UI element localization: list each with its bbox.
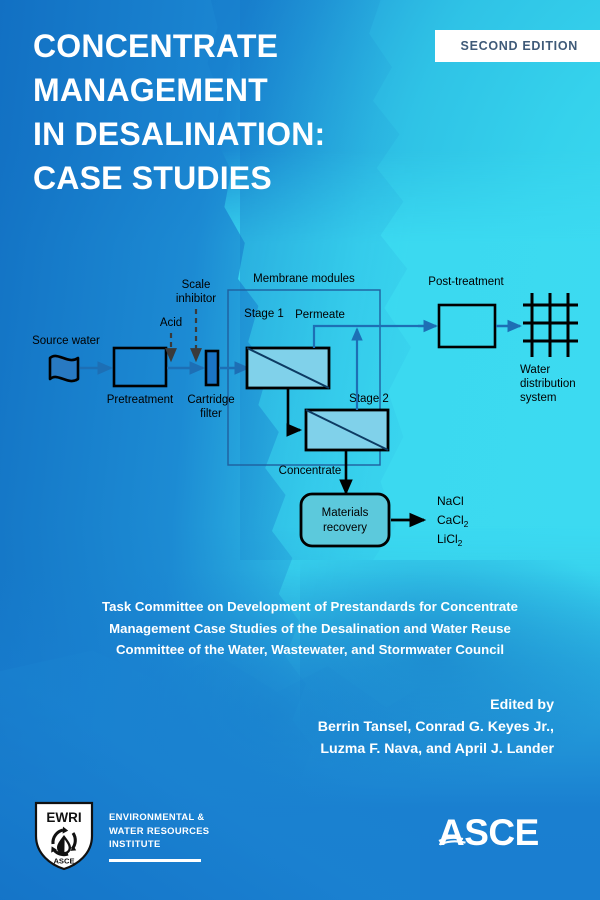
ewri-underline-rule xyxy=(109,858,201,862)
acid-label: Acid xyxy=(160,317,182,329)
arrow-stage1-to-stage2 xyxy=(286,388,303,437)
stage-2-membrane-diagonal xyxy=(305,409,389,451)
pretreatment-label: Pretreatment xyxy=(107,394,174,406)
process-flow-diagram: Membrane modules Source water Pretreatme… xyxy=(0,255,600,575)
ewri-name-line-3: INSTITUTE xyxy=(109,838,161,850)
background-soft-blob-2 xyxy=(120,610,420,820)
product-licl2: LiCl2 xyxy=(437,532,463,548)
ewri-shield-icon: EWRI ASCE xyxy=(34,801,94,871)
source-water-label: Source water xyxy=(32,335,100,347)
committee-line-1: Task Committee on Development of Prestan… xyxy=(101,599,519,614)
asce-wave-icon xyxy=(438,836,466,846)
water-distribution-label-line1: Water xyxy=(520,364,550,376)
cartridge-filter-label-line2: filter xyxy=(200,408,222,420)
ewri-name-line-2: WATER RESOURCES xyxy=(109,824,210,836)
water-distribution-grid-icon xyxy=(523,293,578,357)
asce-wordmark-text: ASCE xyxy=(438,812,539,853)
edition-badge: SECOND EDITION xyxy=(434,30,600,62)
cartridge-filter-label-line1: Cartridge xyxy=(187,394,234,406)
post-treatment-box xyxy=(437,303,497,349)
ewri-wordmark: ENVIRONMENTAL & WATER RESOURCES INSTITUT… xyxy=(109,810,209,862)
ewri-shield-top-text: EWRI xyxy=(46,810,81,825)
title-line-2: MANAGEMENT xyxy=(33,72,268,108)
membrane-modules-enclosure xyxy=(227,289,381,466)
asce-logo: ASCE xyxy=(438,811,558,860)
materials-recovery-label-line2: recovery xyxy=(323,522,367,534)
scale-inhibitor-label-line2: inhibitor xyxy=(176,293,216,305)
membrane-modules-label: Membrane modules xyxy=(253,273,355,285)
permeate-line-stage1 xyxy=(312,324,418,348)
concentrate-label: Concentrate xyxy=(279,465,342,477)
product-nacl: NaCl xyxy=(437,494,464,508)
cartridge-filter-icon xyxy=(204,349,220,387)
ewri-logo: EWRI ASCE ENVIRONMENTAL & WATER RESOURCE… xyxy=(33,800,209,872)
permeate-label: Permeate xyxy=(295,309,345,321)
water-distribution-label-line3: system xyxy=(520,392,556,404)
stage-2-label: Stage 2 xyxy=(349,393,389,405)
title-line-4: CASE STUDIES xyxy=(33,160,272,196)
scale-inhibitor-label-line1: Scale xyxy=(182,279,211,291)
committee-credit: Task Committee on Development of Prestan… xyxy=(60,596,560,661)
editor-line-1: Berrin Tansel, Conrad G. Keyes Jr., xyxy=(317,719,554,735)
stage-1-label: Stage 1 xyxy=(244,308,284,320)
title-line-3: IN DESALINATION: xyxy=(33,116,326,152)
background-soft-blob-1 xyxy=(300,560,600,790)
source-water-icon xyxy=(48,354,80,383)
edited-by-label: Edited by xyxy=(490,697,554,713)
stage-1-membrane-diagonal xyxy=(246,347,330,389)
materials-recovery-box xyxy=(299,492,391,548)
title-line-1: CONCENTRATE xyxy=(33,28,279,64)
editors-credit: Edited by Berrin Tansel, Conrad G. Keyes… xyxy=(134,694,554,760)
edition-badge-label: SECOND EDITION xyxy=(460,39,578,53)
asce-wordmark-icon: ASCE xyxy=(438,812,539,853)
book-title: CONCENTRATE MANAGEMENT IN DESALINATION: … xyxy=(33,24,453,200)
pretreatment-box xyxy=(112,346,168,388)
committee-line-2: Management Case Studies of the Desalinat… xyxy=(109,620,511,636)
ewri-name-line-1: ENVIRONMENTAL & xyxy=(109,811,205,823)
ewri-shield-bottom-text: ASCE xyxy=(53,857,74,866)
committee-line-3: Committee of the Water, Wastewater, and … xyxy=(115,642,505,657)
editor-line-2: Luzma F. Nava, and April J. Lander xyxy=(320,741,554,757)
materials-recovery-label-line1: Materials xyxy=(322,507,369,519)
water-distribution-label-line2: distribution xyxy=(520,378,576,390)
post-treatment-label: Post-treatment xyxy=(428,276,504,288)
product-cacl2: CaCl2 xyxy=(437,513,469,529)
